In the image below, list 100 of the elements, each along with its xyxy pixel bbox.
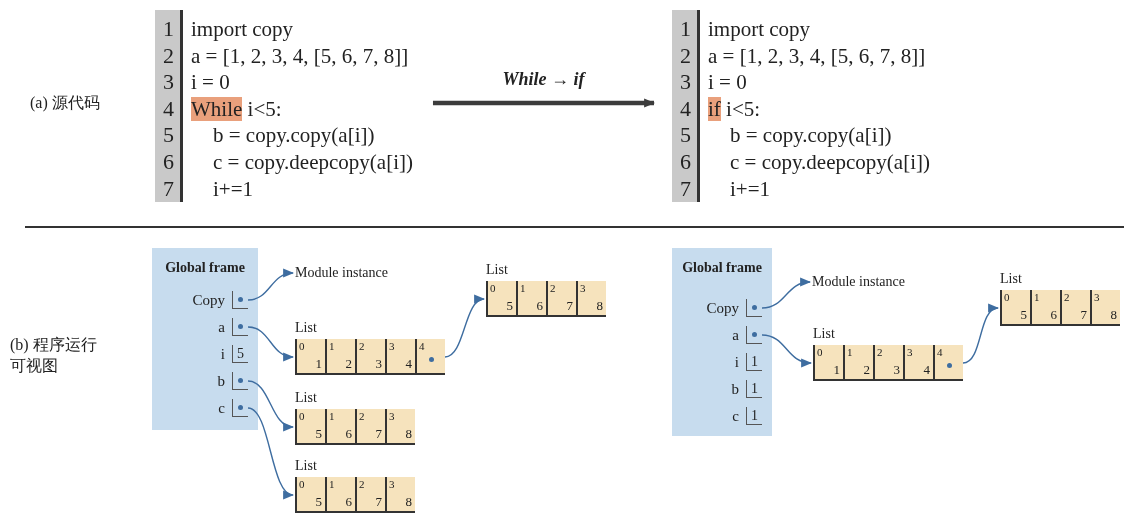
cell-value: 7 <box>566 298 573 314</box>
cell-value: 7 <box>375 494 382 510</box>
module-label: Module instance <box>812 274 905 290</box>
line-number: 5 <box>680 122 691 149</box>
value-slot: 5 <box>232 345 248 363</box>
variable-row <box>192 288 248 312</box>
list-cell <box>295 339 325 375</box>
list-cell <box>295 409 325 445</box>
line-number: 3 <box>163 69 174 96</box>
cell-value: 8 <box>405 426 412 442</box>
cell-value: 3 <box>893 362 900 378</box>
cell-index: 3 <box>580 282 586 294</box>
frame-title: Global frame <box>681 260 763 276</box>
list-cell <box>1030 290 1060 326</box>
list-object <box>486 262 606 317</box>
cell-value: 6 <box>345 426 352 442</box>
list-label: List <box>813 326 836 342</box>
variable-name: a <box>732 326 739 344</box>
cell-index: 1 <box>1034 291 1040 303</box>
variable-row <box>218 396 248 420</box>
line-number: 3 <box>680 69 691 96</box>
transform-arrow <box>432 98 656 108</box>
pointer-arrow <box>444 297 486 358</box>
cell-index: 3 <box>389 340 395 352</box>
cell-value: 3 <box>375 356 382 372</box>
list-cell <box>546 281 576 317</box>
variable-row <box>731 377 762 401</box>
cell-value: 5 <box>1020 307 1027 323</box>
code-line: While i<5: <box>191 95 283 123</box>
value-slot: 1 <box>746 407 762 425</box>
cell-index: 2 <box>877 346 883 358</box>
line-number: 7 <box>163 175 174 203</box>
pointer-arrow <box>247 407 295 497</box>
list-cell <box>1090 290 1120 326</box>
code-line: import copy <box>191 16 295 43</box>
cell-index: 3 <box>1094 291 1100 303</box>
list-cell <box>843 345 873 381</box>
module-label: Module instance <box>295 265 388 281</box>
variable-name: Copy <box>192 291 225 309</box>
code-line: import copy <box>708 16 812 43</box>
pointer-arrow <box>247 326 295 361</box>
list-cell <box>933 345 963 381</box>
variable-row <box>217 369 248 393</box>
code-line: if i<5: <box>708 95 762 123</box>
list-cell <box>415 339 445 375</box>
global-frame-panel <box>152 248 258 430</box>
code-line: c = copy.deepcopy(a[i]) <box>212 148 413 176</box>
list-cell <box>385 409 415 445</box>
variable-name: i <box>734 353 739 371</box>
cell-index: 0 <box>299 340 305 352</box>
code-line: a = [1, 2, 3, 4, [5, 6, 7, 8]] <box>191 42 410 70</box>
variable-row <box>218 315 248 339</box>
cell-index: 0 <box>817 346 823 358</box>
cell-value: 4 <box>923 362 930 378</box>
cell-value: 5 <box>315 426 322 442</box>
cell-index: 3 <box>389 478 395 490</box>
cell-index: 1 <box>520 282 526 294</box>
list-label: List <box>1000 271 1023 287</box>
list-label: List <box>295 390 318 406</box>
list-object <box>813 326 963 381</box>
list-cell <box>385 477 415 513</box>
list-cell <box>295 477 325 513</box>
list-cell <box>873 345 903 381</box>
list-cell <box>355 409 385 445</box>
list-object <box>295 320 445 375</box>
global-frame-panel <box>672 248 772 436</box>
list-label: List <box>295 458 318 474</box>
cell-value: 6 <box>345 494 352 510</box>
variable-row <box>706 296 762 320</box>
variable-name: c <box>732 407 739 425</box>
variable-name: c <box>218 399 225 417</box>
cell-value: 8 <box>596 298 603 314</box>
cell-value: 6 <box>536 298 543 314</box>
cell-value: 4 <box>405 356 412 372</box>
list-cell <box>516 281 546 317</box>
cell-value: 1 <box>315 356 322 372</box>
cell-index: 2 <box>550 282 556 294</box>
pointer-arrow <box>247 269 295 301</box>
list-label: List <box>486 262 509 278</box>
code-line: c = copy.deepcopy(a[i]) <box>729 148 930 176</box>
cell-index: 0 <box>1004 291 1010 303</box>
pointer-arrow <box>761 334 813 367</box>
variable-name: Copy <box>706 299 739 317</box>
cell-value: 5 <box>506 298 513 314</box>
cell-index: 2 <box>359 410 365 422</box>
cell-index: 0 <box>299 478 305 490</box>
cell-index: 1 <box>329 410 335 422</box>
list-cell <box>325 339 355 375</box>
line-number: 4 <box>163 95 174 123</box>
code-line: b = copy.copy(a[i]) <box>729 122 893 149</box>
line-number: 1 <box>680 16 691 43</box>
variable-name: b <box>731 380 739 398</box>
cell-value: 6 <box>1050 307 1057 323</box>
cell-index: 1 <box>329 340 335 352</box>
cell-value: 1 <box>833 362 840 378</box>
code-listing <box>672 10 930 203</box>
cell-value: 8 <box>405 494 412 510</box>
list-cell <box>355 339 385 375</box>
code-line: i = 0 <box>708 69 748 96</box>
pointer-arrow <box>962 306 1000 364</box>
